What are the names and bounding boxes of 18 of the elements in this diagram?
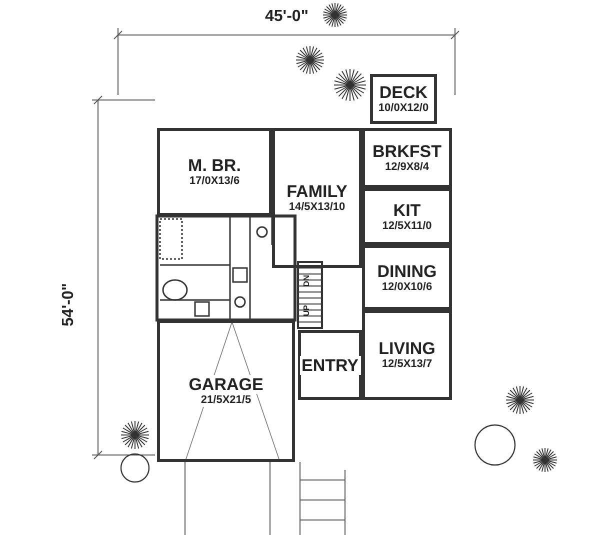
- room-name: GARAGE: [186, 375, 266, 394]
- stair-direction-text: UP: [302, 305, 311, 316]
- room-outline: [362, 188, 452, 245]
- stair-direction-text: DN: [302, 275, 311, 287]
- room-outline: [362, 128, 452, 188]
- room-outline: [298, 330, 362, 400]
- dimension-text: 54'-0": [60, 283, 78, 326]
- room-outline: [362, 310, 452, 400]
- room-outline: [157, 320, 295, 462]
- room-outline: [370, 74, 437, 124]
- dimension-text: 45'-0": [265, 8, 308, 26]
- room-outline: [272, 128, 362, 268]
- room-dimensions: 12/5X11/0: [380, 220, 434, 232]
- room-dimensions: 21/5X21/5: [198, 394, 254, 407]
- room-name: ENTRY: [300, 356, 360, 374]
- room-outline: [362, 245, 452, 310]
- room-dimensions: 12/0X10/6: [380, 280, 434, 294]
- room-outline: [157, 128, 272, 216]
